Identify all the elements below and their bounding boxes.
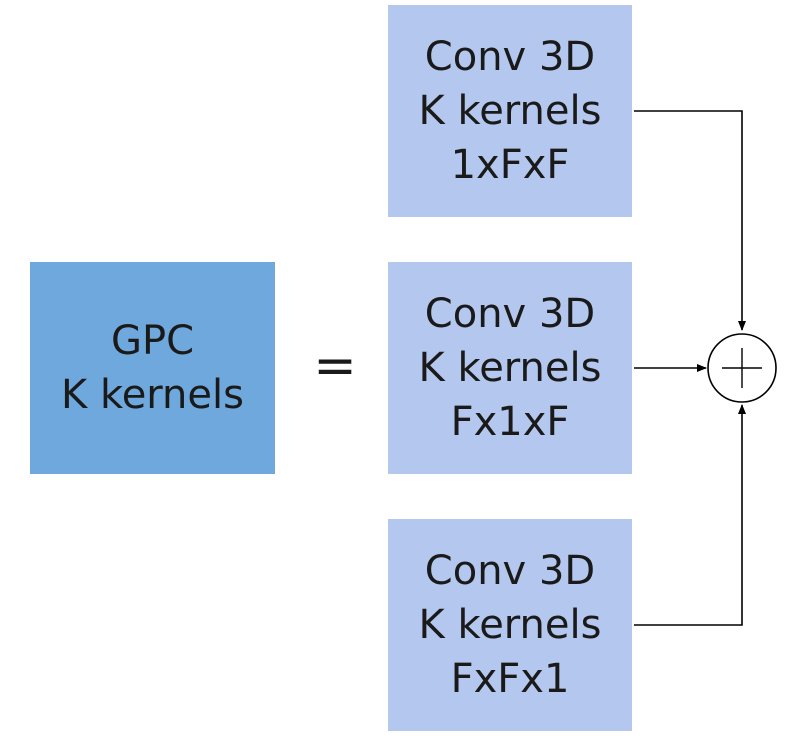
- wire-top-to-sum: [634, 110, 746, 331]
- conv-title: Conv 3D: [424, 34, 596, 80]
- conv3d-block-1xfxf: Conv 3D K kernels 1xFxF: [388, 5, 632, 217]
- conv-kernels-label: K kernels: [418, 345, 602, 391]
- conv-title: Conv 3D: [424, 291, 596, 337]
- gpc-block: GPC K kernels: [30, 262, 275, 474]
- conv-kernel-shape: Fx1xF: [450, 399, 570, 445]
- conv-title: Conv 3D: [424, 548, 596, 594]
- conv-kernels-label: K kernels: [418, 602, 602, 648]
- sum-node-icon: [707, 333, 777, 403]
- gpc-title: GPC: [110, 318, 195, 364]
- conv-kernel-shape: 1xFxF: [450, 142, 570, 188]
- conv3d-block-fxfx1: Conv 3D K kernels FxFx1: [388, 519, 632, 731]
- wire-bottom-to-sum: [634, 404, 746, 626]
- conv-kernel-shape: FxFx1: [450, 656, 570, 702]
- gpc-kernels-label: K kernels: [61, 372, 244, 418]
- equals-sign: =: [313, 336, 357, 396]
- conv3d-block-fx1xf: Conv 3D K kernels Fx1xF: [388, 262, 632, 474]
- conv-kernels-label: K kernels: [418, 88, 602, 134]
